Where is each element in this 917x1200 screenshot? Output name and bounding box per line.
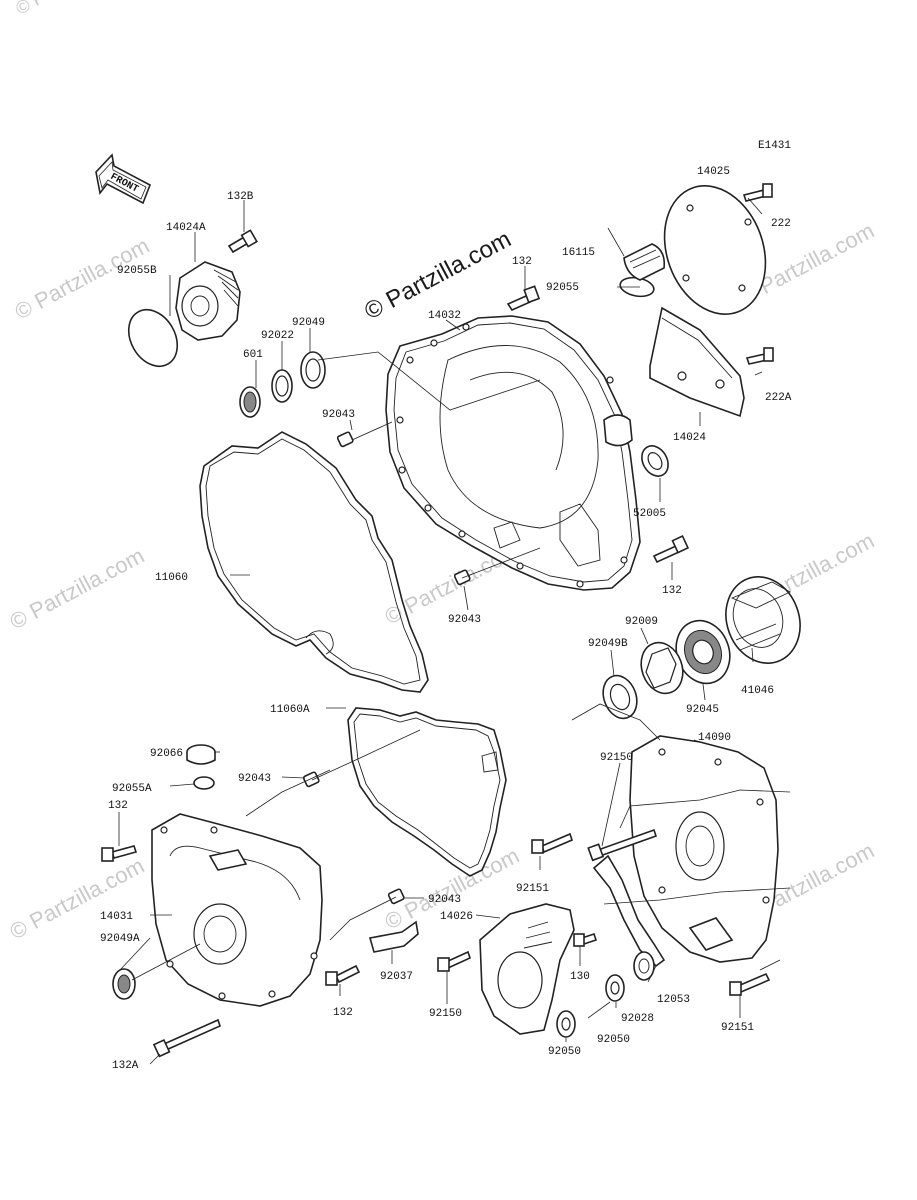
bracket-92037 bbox=[368, 920, 419, 953]
seal-92049 bbox=[300, 351, 326, 389]
bolt-132-bot bbox=[325, 964, 361, 986]
part-label: 92150 bbox=[429, 1008, 462, 1020]
part-label: 132 bbox=[108, 800, 128, 812]
front-arrow-icon: FRONT bbox=[95, 153, 152, 205]
cover-14026 bbox=[479, 903, 575, 1035]
part-label: 130 bbox=[570, 971, 590, 983]
dowel-92043-a bbox=[336, 431, 354, 448]
diagram-code: E1431 bbox=[758, 140, 791, 152]
bolt-130 bbox=[573, 932, 598, 948]
gasket-11060A bbox=[347, 707, 507, 877]
part-label: 132B bbox=[227, 191, 254, 203]
part-label: 16115 bbox=[562, 247, 595, 259]
part-label: 92028 bbox=[621, 1013, 654, 1025]
guard-14024 bbox=[649, 306, 745, 418]
bearing-601 bbox=[239, 386, 261, 418]
bolt-132-top bbox=[506, 285, 541, 312]
part-label: 92055 bbox=[546, 282, 579, 294]
part-label: 92066 bbox=[150, 748, 183, 760]
watermark: © Partzilla.com bbox=[6, 543, 149, 635]
guide-12053 bbox=[592, 854, 666, 968]
part-label: 14026 bbox=[440, 911, 473, 923]
bolt-92151-mid bbox=[531, 832, 573, 854]
part-label: 14031 bbox=[100, 911, 133, 923]
watermark: © Partzilla.com bbox=[12, 0, 128, 19]
cover-14025 bbox=[663, 185, 767, 315]
housing-41046 bbox=[725, 576, 801, 664]
ring-92009 bbox=[640, 641, 684, 695]
part-label: 14032 bbox=[428, 310, 461, 322]
part-label: 92050 bbox=[597, 1034, 630, 1046]
part-label: 92055A bbox=[112, 783, 152, 795]
washer-92050-a bbox=[605, 974, 625, 1002]
part-label: 92043 bbox=[448, 614, 481, 626]
part-label: 52005 bbox=[633, 508, 666, 520]
cover-14024A bbox=[175, 261, 241, 341]
leader-lines bbox=[118, 197, 791, 1065]
watermark: © Partzilla.com bbox=[11, 233, 154, 325]
oring-92055A bbox=[193, 776, 215, 790]
screw-222A bbox=[745, 347, 774, 365]
dowel-92043-d bbox=[387, 888, 405, 905]
part-label: 132A bbox=[112, 1060, 139, 1072]
part-label: 92049A bbox=[100, 933, 140, 945]
spacer-92028 bbox=[633, 951, 655, 981]
bolt-92150-bot bbox=[437, 950, 471, 972]
part-label: 92043 bbox=[428, 894, 461, 906]
part-label: 92055B bbox=[117, 265, 157, 277]
seal-52005 bbox=[641, 445, 669, 477]
part-label: 92151 bbox=[516, 883, 549, 895]
cover-14031 bbox=[151, 813, 323, 1007]
dowel-92043-b bbox=[453, 569, 471, 586]
part-label: 222A bbox=[765, 392, 792, 404]
part-label: 92037 bbox=[380, 971, 413, 983]
part-label: 92050 bbox=[548, 1046, 581, 1058]
part-label: 14025 bbox=[697, 166, 730, 178]
part-label: 92045 bbox=[686, 704, 719, 716]
part-label: 14090 bbox=[698, 732, 731, 744]
part-label: 92150 bbox=[600, 752, 633, 764]
part-label: 92049 bbox=[292, 317, 325, 329]
part-label: 132 bbox=[512, 256, 532, 268]
part-label: 222 bbox=[771, 218, 791, 230]
oring-92055B bbox=[127, 308, 179, 368]
part-labels: 14025 222 16115 92055 132 14032 132B 140… bbox=[100, 166, 792, 1072]
part-label: 14024 bbox=[673, 432, 706, 444]
part-label: 92022 bbox=[261, 330, 294, 342]
bearing-92045 bbox=[675, 619, 731, 685]
part-label: 132 bbox=[333, 1007, 353, 1019]
cover-14090 bbox=[629, 735, 779, 963]
part-label: 92043 bbox=[238, 773, 271, 785]
dowel-92043-c bbox=[302, 771, 320, 788]
bolt-92150-top bbox=[587, 828, 658, 862]
part-label: 14024A bbox=[166, 222, 206, 234]
part-label: 11060 bbox=[155, 572, 188, 584]
bolt-132-left bbox=[101, 845, 138, 862]
bolt-132-mid bbox=[652, 535, 690, 564]
part-label: 12053 bbox=[657, 994, 690, 1006]
part-label: 11060A bbox=[270, 704, 310, 716]
cover-14032 bbox=[385, 315, 641, 591]
bolt-92151-bot bbox=[729, 972, 771, 996]
part-label: 601 bbox=[243, 349, 263, 361]
part-label: 132 bbox=[662, 585, 682, 597]
washer-92050-b bbox=[556, 1010, 576, 1038]
watermark: © Partzilla.com bbox=[6, 853, 149, 945]
part-label: 92049B bbox=[588, 638, 628, 650]
cap-92066 bbox=[186, 744, 216, 765]
part-label: 41046 bbox=[741, 685, 774, 697]
bolt-132A bbox=[152, 1018, 221, 1058]
seal-92049B bbox=[602, 674, 638, 720]
seal-92022 bbox=[271, 369, 293, 403]
part-label: 92009 bbox=[625, 616, 658, 628]
seal-92049A bbox=[112, 968, 136, 1000]
part-label: 92043 bbox=[322, 409, 355, 421]
bolt-132B bbox=[227, 229, 258, 254]
part-label: 92151 bbox=[721, 1022, 754, 1034]
gasket-11060 bbox=[199, 431, 429, 693]
screw-222 bbox=[742, 183, 773, 202]
cap-16115 bbox=[623, 243, 666, 281]
